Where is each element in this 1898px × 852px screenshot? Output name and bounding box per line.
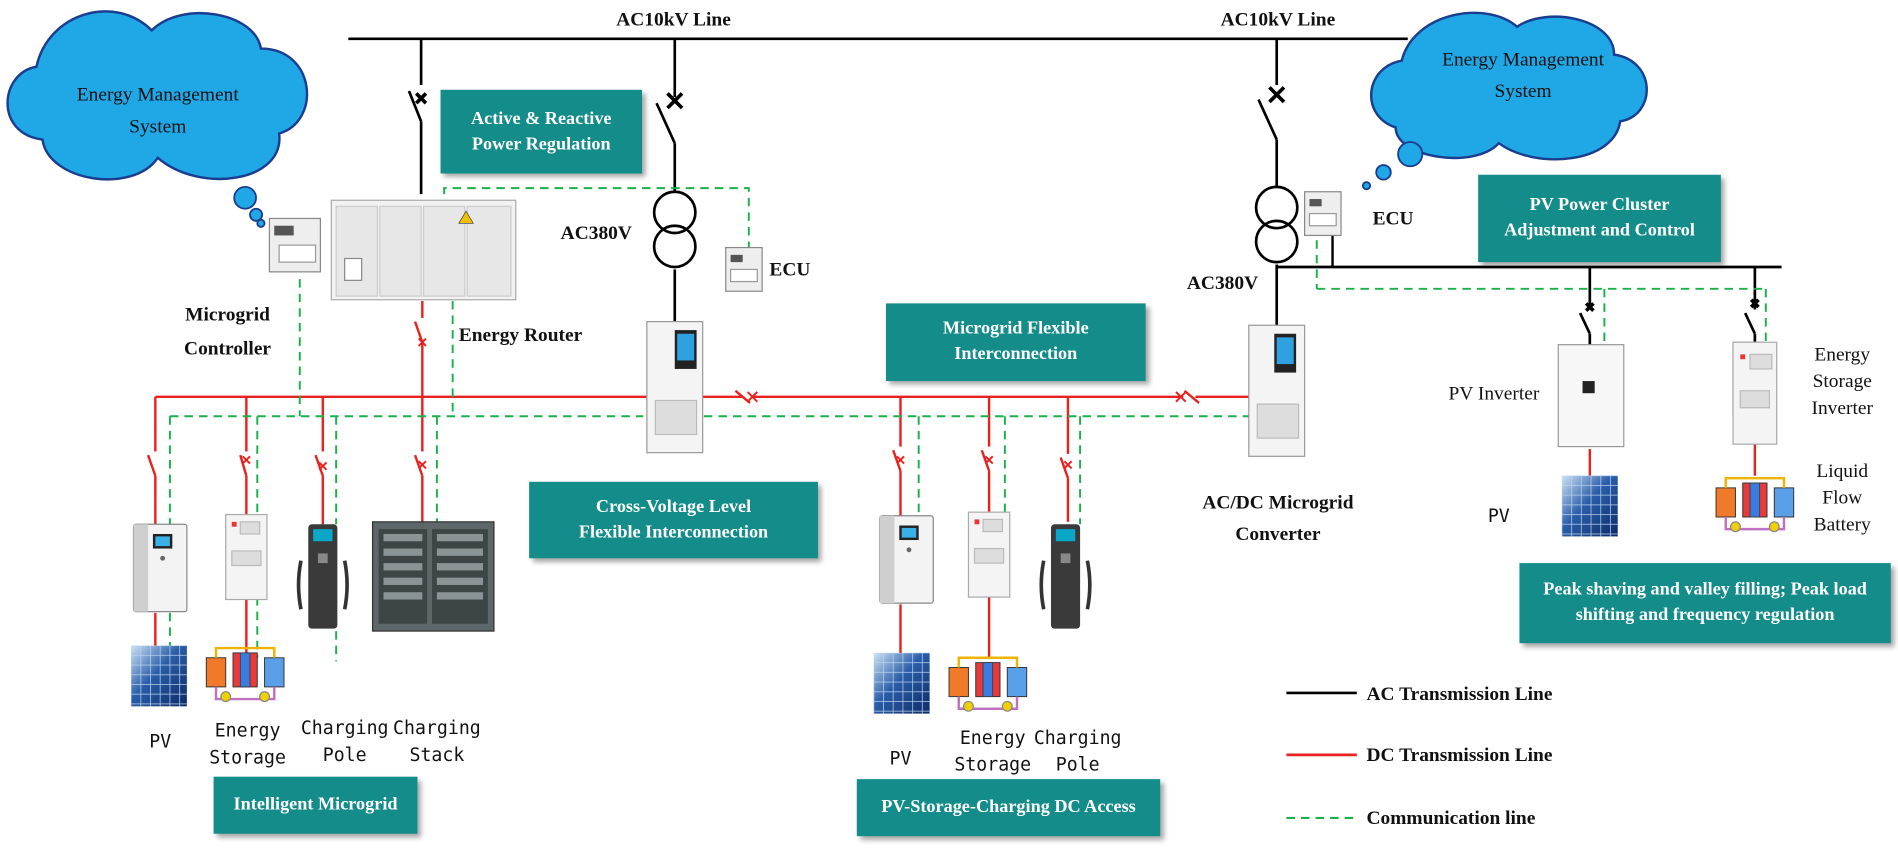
cloud-left-icon: [6, 10, 309, 228]
legend-dc-label: DC Transmission Line: [1366, 745, 1553, 766]
peak-shaving-box: Peak shaving and valley filling; Peak lo…: [1519, 563, 1891, 644]
pv-right-label: PV: [1487, 504, 1510, 527]
flexible-interconnection-box: Microgrid Flexible Interconnection: [885, 303, 1146, 382]
left-charging-pole-label: Charging Pole: [300, 717, 389, 766]
ecu-right-icon: [1304, 191, 1342, 237]
left-storage-cabinet-icon: [225, 513, 268, 601]
ecu-right-label: ECU: [1372, 208, 1414, 230]
left-battery-icon: [205, 646, 286, 703]
middle-charging-pole-icon: [1039, 522, 1092, 631]
acdc-converter-label: AC/DC Microgrid Converter: [1202, 492, 1354, 545]
middle-charging-pole-label: Charging Pole: [1033, 726, 1122, 776]
charging-stack-icon: [371, 521, 495, 632]
cloud-right-icon: [1361, 11, 1648, 191]
communication-lines: [168, 187, 1767, 662]
left-storage-label: Energy Storage: [209, 719, 286, 769]
converter-left-icon: [646, 320, 704, 454]
left-pv-label: PV: [149, 730, 172, 753]
middle-battery-icon: [947, 656, 1028, 713]
power-regulation-box: Active & Reactive Power Regulation: [440, 89, 642, 174]
left-pv-panel-icon: [131, 645, 187, 707]
pv-inverter-label: PV Inverter: [1448, 383, 1540, 405]
energy-router-label: Energy Router: [458, 325, 583, 346]
pv-right-panel-icon: [1561, 475, 1618, 537]
dc-lines: [146, 300, 1757, 658]
microgrid-controller-icon: [268, 217, 321, 273]
pv-storage-charging-box: PV-Storage-Charging DC Access: [856, 779, 1161, 837]
cross-voltage-box: Cross-Voltage Level Flexible Interconnec…: [529, 481, 818, 559]
liquid-battery-icon: [1714, 476, 1795, 533]
ac-lines: [348, 37, 1782, 346]
microgrid-controller-label: Microgrid Controller: [184, 304, 272, 360]
ac380v-left-label: AC380V: [560, 223, 632, 244]
liquid-battery-label: Liquid Flow Battery: [1813, 461, 1871, 536]
middle-pv-label: PV: [889, 747, 912, 770]
pv-inverter-icon: [1557, 344, 1625, 448]
ecu-left-icon: [725, 246, 763, 292]
dc-breaker-marks: [242, 337, 1187, 471]
middle-inverter-icon: [879, 515, 934, 604]
ac10kv-left-label: AC10kV Line: [616, 9, 731, 31]
middle-storage-label: Energy Storage: [954, 726, 1032, 776]
left-inverter-icon: [132, 523, 188, 613]
middle-pv-panel-icon: [873, 652, 930, 714]
transformer-icon: [652, 185, 1299, 269]
ems-right-label: Energy Management System: [1442, 49, 1605, 102]
energy-router-icon: [330, 199, 517, 301]
legend-comm-label: Communication line: [1366, 808, 1536, 829]
storage-inverter-label: Energy Storage Inverter: [1811, 344, 1873, 419]
ecu-left-label: ECU: [769, 259, 811, 281]
pv-cluster-box: PV Power Cluster Adjustment and Control: [1478, 174, 1721, 263]
intelligent-microgrid-box: Intelligent Microgrid: [213, 776, 418, 834]
ac10kv-right-label: AC10kV Line: [1220, 9, 1336, 31]
storage-inverter-icon: [1732, 341, 1778, 445]
left-charging-pole-icon: [296, 522, 349, 631]
ems-left-label: Energy Management System: [76, 84, 239, 138]
legend-ac-label: AC Transmission Line: [1366, 684, 1553, 706]
middle-storage-cabinet-icon: [967, 511, 1011, 598]
acdc-converter-icon: [1248, 324, 1306, 457]
ac380v-right-label: AC380V: [1186, 273, 1259, 294]
left-charging-stack-label: Charging Stack: [393, 717, 481, 766]
breaker-marks: [414, 86, 1760, 312]
